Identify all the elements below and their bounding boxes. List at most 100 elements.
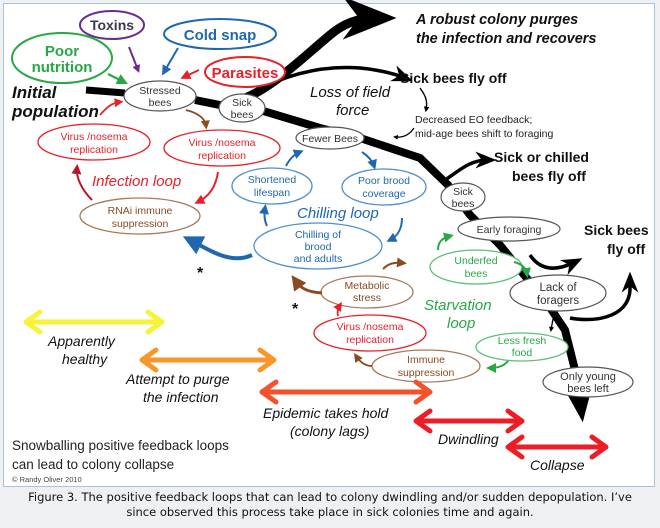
stressor-label: Cold snap bbox=[184, 27, 257, 44]
svg-text:Snowballing positive feedback: Snowballing positive feedback loops bbox=[12, 438, 229, 453]
node-sick-bees-1: Sick bees bbox=[218, 93, 266, 123]
svg-text:healthy: healthy bbox=[62, 351, 108, 367]
stressor-poor-nutrition: Poor nutrition bbox=[11, 32, 128, 84]
eo-feedback-note: Decreased EO feedback; mid-age bees shif… bbox=[393, 114, 553, 140]
stressor-label-2: nutrition bbox=[32, 59, 93, 76]
stage-collapse: Collapse bbox=[505, 434, 609, 473]
outcome-robust: A robust colony purges the infection and… bbox=[415, 12, 597, 47]
chilling-loop: Shortened lifespan Poor brood coverage C… bbox=[182, 149, 427, 270]
caption-line-2: since observed this process take place i… bbox=[126, 505, 534, 519]
node-early-foraging: Early foraging bbox=[457, 216, 561, 242]
stressor-toxins: Toxins bbox=[79, 10, 145, 73]
svg-text:Initial: Initial bbox=[12, 83, 58, 102]
starvation-loop: Metabolic stress Virus /nosema replicati… bbox=[291, 232, 569, 383]
svg-text:Virus /nosema: Virus /nosema bbox=[189, 137, 256, 149]
stressor-label: Toxins bbox=[90, 17, 134, 33]
infection-loop: Virus /nosema replication Virus /nosema … bbox=[37, 98, 281, 235]
svg-text:brood: brood bbox=[305, 241, 332, 253]
svg-text:(colony lags): (colony lags) bbox=[290, 423, 369, 439]
svg-text:Collapse: Collapse bbox=[530, 457, 585, 473]
chilling-loop-title: Chilling loop bbox=[297, 205, 379, 222]
svg-text:Epidemic takes hold: Epidemic takes hold bbox=[263, 405, 390, 421]
svg-text:Dwindling: Dwindling bbox=[438, 431, 499, 447]
starvation-loop-title-1: Starvation bbox=[424, 297, 492, 314]
summary-text: Snowballing positive feedback loops can … bbox=[12, 438, 229, 484]
svg-text:Attempt to purge: Attempt to purge bbox=[125, 371, 230, 387]
svg-text:food: food bbox=[512, 347, 533, 359]
svg-text:foragers: foragers bbox=[537, 295, 579, 307]
svg-text:Loss of field: Loss of field bbox=[310, 84, 391, 101]
svg-text:Virus /nosema: Virus /nosema bbox=[61, 131, 128, 143]
asterisk-2: * bbox=[292, 301, 299, 318]
svg-text:Early foraging: Early foraging bbox=[477, 224, 542, 236]
node-sick-bees-2: Sick bees bbox=[440, 182, 486, 212]
svg-text:Sick or chilled: Sick or chilled bbox=[494, 149, 589, 165]
svg-text:Less fresh: Less fresh bbox=[498, 335, 547, 347]
svg-text:replication: replication bbox=[346, 334, 394, 346]
svg-text:mid-age bees shift to foraging: mid-age bees shift to foraging bbox=[415, 128, 553, 140]
svg-text:replication: replication bbox=[70, 144, 118, 156]
svg-text:bees: bees bbox=[149, 97, 172, 109]
svg-text:Sick bees: Sick bees bbox=[584, 222, 649, 238]
svg-text:Immune: Immune bbox=[407, 354, 445, 366]
stressor-label: Parasites bbox=[212, 65, 279, 82]
svg-text:stress: stress bbox=[353, 292, 381, 304]
stage-attempt-purge: Attempt to purge the infection bbox=[125, 347, 277, 405]
svg-text:coverage: coverage bbox=[362, 188, 405, 200]
svg-text:Stressed: Stressed bbox=[139, 85, 181, 97]
svg-text:Metabolic: Metabolic bbox=[345, 280, 390, 292]
svg-text:Sick: Sick bbox=[453, 186, 474, 198]
svg-text:RNAi immune: RNAi immune bbox=[108, 205, 173, 217]
loss-of-field-force: Loss of field force bbox=[310, 84, 391, 119]
svg-text:the infection and recovers: the infection and recovers bbox=[416, 31, 597, 47]
svg-text:bees: bees bbox=[231, 109, 254, 121]
outcome-sick-chilled: Sick or chilled bees fly off bbox=[494, 149, 589, 184]
svg-text:the infection: the infection bbox=[143, 389, 219, 405]
feedback-loop-diagram: Toxins Cold snap Poor nutrition Parasite… bbox=[11, 0, 649, 484]
svg-text:force: force bbox=[336, 102, 369, 119]
svg-text:and adults: and adults bbox=[294, 253, 342, 265]
svg-text:Virus /nosema: Virus /nosema bbox=[337, 321, 404, 333]
stressor-cold-snap: Cold snap bbox=[161, 18, 277, 76]
svg-text:Lack of: Lack of bbox=[539, 282, 577, 294]
svg-text:suppression: suppression bbox=[398, 367, 455, 379]
svg-text:bees fly off: bees fly off bbox=[512, 168, 586, 184]
svg-text:Shortened: Shortened bbox=[248, 174, 297, 186]
svg-text:bees: bees bbox=[465, 268, 488, 280]
svg-text:bees: bees bbox=[452, 198, 475, 210]
copyright: © Randy Oliver 2010 bbox=[12, 475, 82, 484]
stressor-parasites: Parasites bbox=[180, 56, 286, 88]
svg-text:Apparently: Apparently bbox=[47, 333, 116, 349]
outcome-sick-fly-off-2: Sick bees fly off bbox=[584, 222, 649, 257]
svg-text:bees left: bees left bbox=[567, 383, 609, 395]
caption-line-1: Figure 3. The positive feedback loops th… bbox=[28, 490, 632, 504]
svg-text:A robust colony purges: A robust colony purges bbox=[415, 12, 578, 28]
node-lack-of-foragers: Lack of foragers bbox=[509, 274, 607, 333]
svg-text:Decreased EO feedback;: Decreased EO feedback; bbox=[415, 114, 532, 126]
starvation-loop-title-2: loop bbox=[447, 315, 475, 332]
stage-dwindling: Dwindling bbox=[413, 408, 525, 447]
svg-text:suppression: suppression bbox=[112, 218, 169, 230]
stressor-label-1: Poor bbox=[45, 43, 79, 60]
node-fewer-bees: Fewer Bees bbox=[295, 126, 365, 150]
svg-text:Chilling of: Chilling of bbox=[295, 229, 341, 241]
svg-text:population: population bbox=[11, 102, 99, 121]
stage-apparently-healthy: Apparently healthy bbox=[23, 309, 165, 367]
asterisk-1: * bbox=[197, 265, 204, 282]
svg-text:lifespan: lifespan bbox=[254, 187, 290, 199]
stage-arrows: Apparently healthy Attempt to purge the … bbox=[23, 309, 609, 473]
svg-text:Underfed: Underfed bbox=[454, 255, 497, 267]
figure-caption: Figure 3. The positive feedback loops th… bbox=[0, 490, 660, 520]
svg-text:fly off: fly off bbox=[607, 241, 645, 257]
svg-text:Fewer Bees: Fewer Bees bbox=[302, 133, 358, 145]
svg-text:can lead to colony collapse: can lead to colony collapse bbox=[12, 457, 174, 472]
svg-text:Poor brood: Poor brood bbox=[358, 175, 410, 187]
arrow-to-eo bbox=[419, 87, 430, 113]
stage-epidemic: Epidemic takes hold (colony lags) bbox=[259, 379, 433, 439]
svg-text:replication: replication bbox=[198, 150, 246, 162]
svg-text:Only young: Only young bbox=[560, 371, 616, 383]
node-only-young-bees: Only young bees left bbox=[542, 366, 634, 398]
svg-text:Sick: Sick bbox=[232, 97, 253, 109]
node-stressed-bees: Stressed bees bbox=[123, 80, 197, 112]
outcome-sick-fly-off-1: Sick bees fly off bbox=[400, 70, 507, 86]
